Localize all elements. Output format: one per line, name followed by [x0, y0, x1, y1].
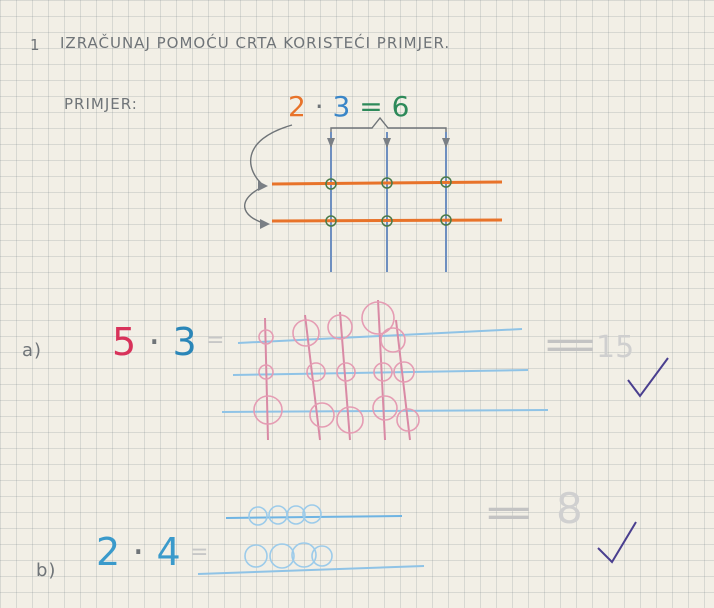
problem-a-vertical-line [395, 319, 411, 441]
problem-a-vertical-line [304, 314, 321, 441]
intersection-marker [361, 301, 395, 335]
example-bracket [330, 116, 447, 132]
intersection-marker [327, 314, 353, 340]
intersection-marker [291, 542, 317, 568]
intersection-marker [396, 408, 420, 432]
intersection-marker [381, 215, 393, 227]
problem-a-horizontal-line [232, 369, 529, 376]
problem-a-vertical-line [339, 311, 351, 441]
problem-b-answer-equals: = [482, 490, 536, 536]
problem-a-equals: = [206, 328, 225, 353]
problem-a-factor-a: 5 [112, 320, 137, 364]
intersection-marker [309, 402, 335, 428]
intersection-marker [372, 395, 398, 421]
problem-a-vertical-line [377, 299, 386, 441]
task-instruction: IZRAČUNAJ POMOĆU CRTA KORISTEĆI PRIMJER. [60, 34, 451, 52]
intersection-marker [258, 329, 274, 345]
intersection-marker [311, 545, 333, 567]
problem-a-check-mark [627, 357, 669, 398]
intersection-marker [253, 395, 283, 425]
intersection-marker [244, 544, 268, 568]
example-dot: · [314, 90, 324, 123]
intersection-marker [286, 505, 306, 525]
intersection-marker [440, 214, 452, 226]
problem-b-check-mark [597, 521, 637, 564]
example-equation: 2 · 3 = 6 [288, 90, 409, 123]
problem-a-answer: 15 [596, 330, 635, 365]
example-factor-a: 2 [288, 90, 306, 123]
example-horizontal-line [271, 180, 503, 186]
example-horizontal-line [271, 218, 503, 223]
problem-a-answer-equals: = [540, 322, 601, 368]
intersection-marker [336, 406, 364, 434]
intersection-marker [302, 504, 322, 524]
example-equals: = [359, 90, 383, 123]
intersection-marker [336, 362, 356, 382]
problem-a-horizontal-line [221, 409, 549, 413]
problem-a-circles [253, 301, 420, 434]
problem-a-label: a) [22, 340, 43, 361]
problem-b-dot: · [132, 530, 145, 574]
intersection-marker [292, 319, 320, 347]
problem-b-equation: 2 · 4 [96, 530, 181, 574]
problem-a-vertical-lines [264, 299, 411, 441]
intersection-marker [325, 215, 337, 227]
intersection-marker [373, 362, 393, 382]
problem-b-factor-a: 2 [96, 530, 121, 574]
problem-a-dot: · [148, 320, 161, 364]
problem-b-equals: = [190, 540, 209, 565]
example-result: 6 [391, 90, 410, 123]
intersection-marker [248, 506, 268, 526]
intersection-marker [268, 505, 288, 525]
example-factor-b: 3 [332, 90, 351, 123]
problem-b-horizontal-line [197, 565, 425, 575]
task-number: 1 [30, 36, 41, 54]
example-arrow-head [258, 181, 270, 229]
problem-a-equation: 5 · 3 [112, 320, 197, 364]
example-arrow-tip [327, 138, 450, 148]
example-intersections [325, 176, 452, 227]
intersection-marker [381, 177, 393, 189]
problem-b-factor-b: 4 [156, 530, 181, 574]
example-curved-arrow [244, 124, 293, 225]
intersection-marker [380, 327, 406, 353]
intersection-marker [258, 364, 274, 380]
problem-b-horizontal-line [225, 515, 403, 519]
example-label: PRIMJER: [64, 95, 138, 113]
intersection-marker [325, 178, 337, 190]
intersection-marker [269, 543, 295, 569]
intersection-marker [393, 361, 415, 383]
problem-b-answer: 8 [556, 484, 583, 533]
problem-b-circles [244, 504, 333, 569]
problem-b-label: b) [36, 560, 57, 581]
intersection-marker [440, 176, 452, 188]
problem-a-factor-b: 3 [172, 320, 197, 364]
intersection-marker [306, 362, 326, 382]
